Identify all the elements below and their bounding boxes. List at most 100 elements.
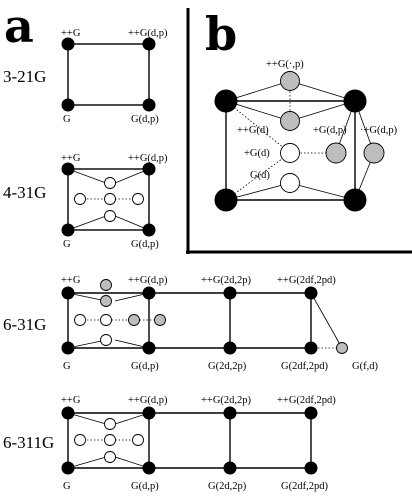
basis-square	[67, 43, 150, 106]
node-white	[104, 418, 116, 430]
node-bottom-left	[61, 223, 75, 237]
node	[304, 341, 318, 355]
node	[61, 406, 75, 420]
node-top-right	[142, 162, 156, 176]
node-label: G	[63, 239, 71, 250]
node-label: G(2df,2pd)	[281, 361, 328, 372]
node	[214, 188, 238, 212]
node-white	[104, 193, 116, 205]
row-label: 6-311G	[3, 433, 54, 452]
node	[304, 461, 318, 475]
node-label: G	[63, 114, 71, 125]
node-white	[280, 143, 300, 163]
node-white	[104, 434, 116, 446]
node-label: ++G(2df,2pd)	[277, 275, 336, 286]
node-top-left	[61, 37, 75, 51]
node-gray	[100, 295, 112, 307]
node-label: G	[63, 481, 71, 492]
link	[67, 168, 107, 184]
node	[343, 188, 367, 212]
node-white	[100, 334, 112, 346]
row-label: 4-31G	[3, 183, 46, 202]
node-gray	[280, 71, 300, 91]
node-label: ++G(2d,2p)	[201, 275, 252, 286]
node-white	[104, 210, 116, 222]
node-white	[104, 451, 116, 463]
node-label: ++G	[61, 153, 81, 164]
node	[223, 286, 237, 300]
node	[142, 461, 156, 475]
row-label: 6-31G	[3, 315, 46, 334]
node	[304, 286, 318, 300]
node-label: ++G	[61, 275, 81, 286]
node-label: G(d,p)	[131, 481, 159, 492]
node	[343, 89, 367, 113]
panel-b-cube: ++G(·,p) ++G(d) +G(d,p) ·+G(d,p) +G(d) G…	[214, 59, 398, 212]
node-label: G(d,p)	[131, 114, 159, 125]
node-white	[132, 434, 144, 446]
node	[61, 286, 75, 300]
link	[67, 456, 107, 469]
node-label: G(2d,2p)	[208, 361, 247, 372]
node-gray	[336, 342, 348, 354]
row-6-31g: 6-31G ++G ++G(d,p) ++G(2d,2p) ++G(2df,2p…	[3, 275, 378, 372]
node-label: ++G	[61, 28, 81, 39]
node-label: +G(d,p)	[313, 125, 347, 136]
node	[223, 341, 237, 355]
node-label: G	[63, 361, 71, 372]
node-label: G(f,d)	[352, 361, 378, 372]
node	[223, 461, 237, 475]
node-label: ++G(d,p)	[128, 28, 168, 39]
node	[61, 341, 75, 355]
node	[61, 461, 75, 475]
node-label: G(d,p)	[131, 361, 159, 372]
node-label: ++G(·,p)	[266, 59, 304, 70]
row-4-31g: 4-31G ++G ++G(d,p) G G(d,p)	[3, 153, 168, 250]
row-label: 3-21G	[3, 67, 46, 86]
node-white	[280, 173, 300, 193]
node	[142, 286, 156, 300]
node-gray	[325, 142, 347, 164]
cube-link	[225, 152, 291, 201]
node-white	[104, 177, 116, 189]
node-label: ++G(d)	[237, 125, 269, 136]
row-3-21g: 3-21G ++G ++G(d,p) G G(d,p)	[3, 28, 168, 125]
node-bottom-right	[142, 223, 156, 237]
node-label: +G(d)	[244, 148, 270, 159]
node-label: ·+G(d,p)	[360, 125, 398, 136]
node-label: G(2d,2p)	[208, 481, 247, 492]
link	[310, 292, 343, 349]
node	[223, 406, 237, 420]
node	[142, 341, 156, 355]
node-label: ++G	[61, 395, 81, 406]
node-gray	[128, 314, 140, 326]
link	[67, 412, 107, 425]
node	[214, 89, 238, 113]
basis-square	[67, 168, 150, 231]
node-white	[74, 314, 86, 326]
node-bottom-left	[61, 98, 75, 112]
node-label: ++G(d,p)	[128, 395, 168, 406]
node-label: ++G(2d,2p)	[201, 395, 252, 406]
node	[142, 406, 156, 420]
node-white	[74, 193, 86, 205]
node-label: ++G(d,p)	[128, 275, 168, 286]
link	[67, 215, 107, 231]
node-label: G(d)	[250, 170, 270, 181]
node-gray	[100, 279, 112, 291]
node-label: G(d,p)	[131, 239, 159, 250]
node-gray	[280, 111, 300, 131]
node-white	[100, 314, 112, 326]
node-label: ++G(d,p)	[128, 153, 168, 164]
node-gray	[363, 142, 385, 164]
node-top-right	[142, 37, 156, 51]
node-white	[132, 193, 144, 205]
row-6-311g: 6-311G ++G ++G(d,p) ++G(2d,2p) ++G(2df,2…	[3, 395, 336, 492]
panel-b-letter: b	[205, 7, 237, 61]
node-label: G(2df,2pd)	[281, 481, 328, 492]
panel-a-letter: a	[4, 0, 34, 53]
node-white	[74, 434, 86, 446]
node-gray	[154, 314, 166, 326]
